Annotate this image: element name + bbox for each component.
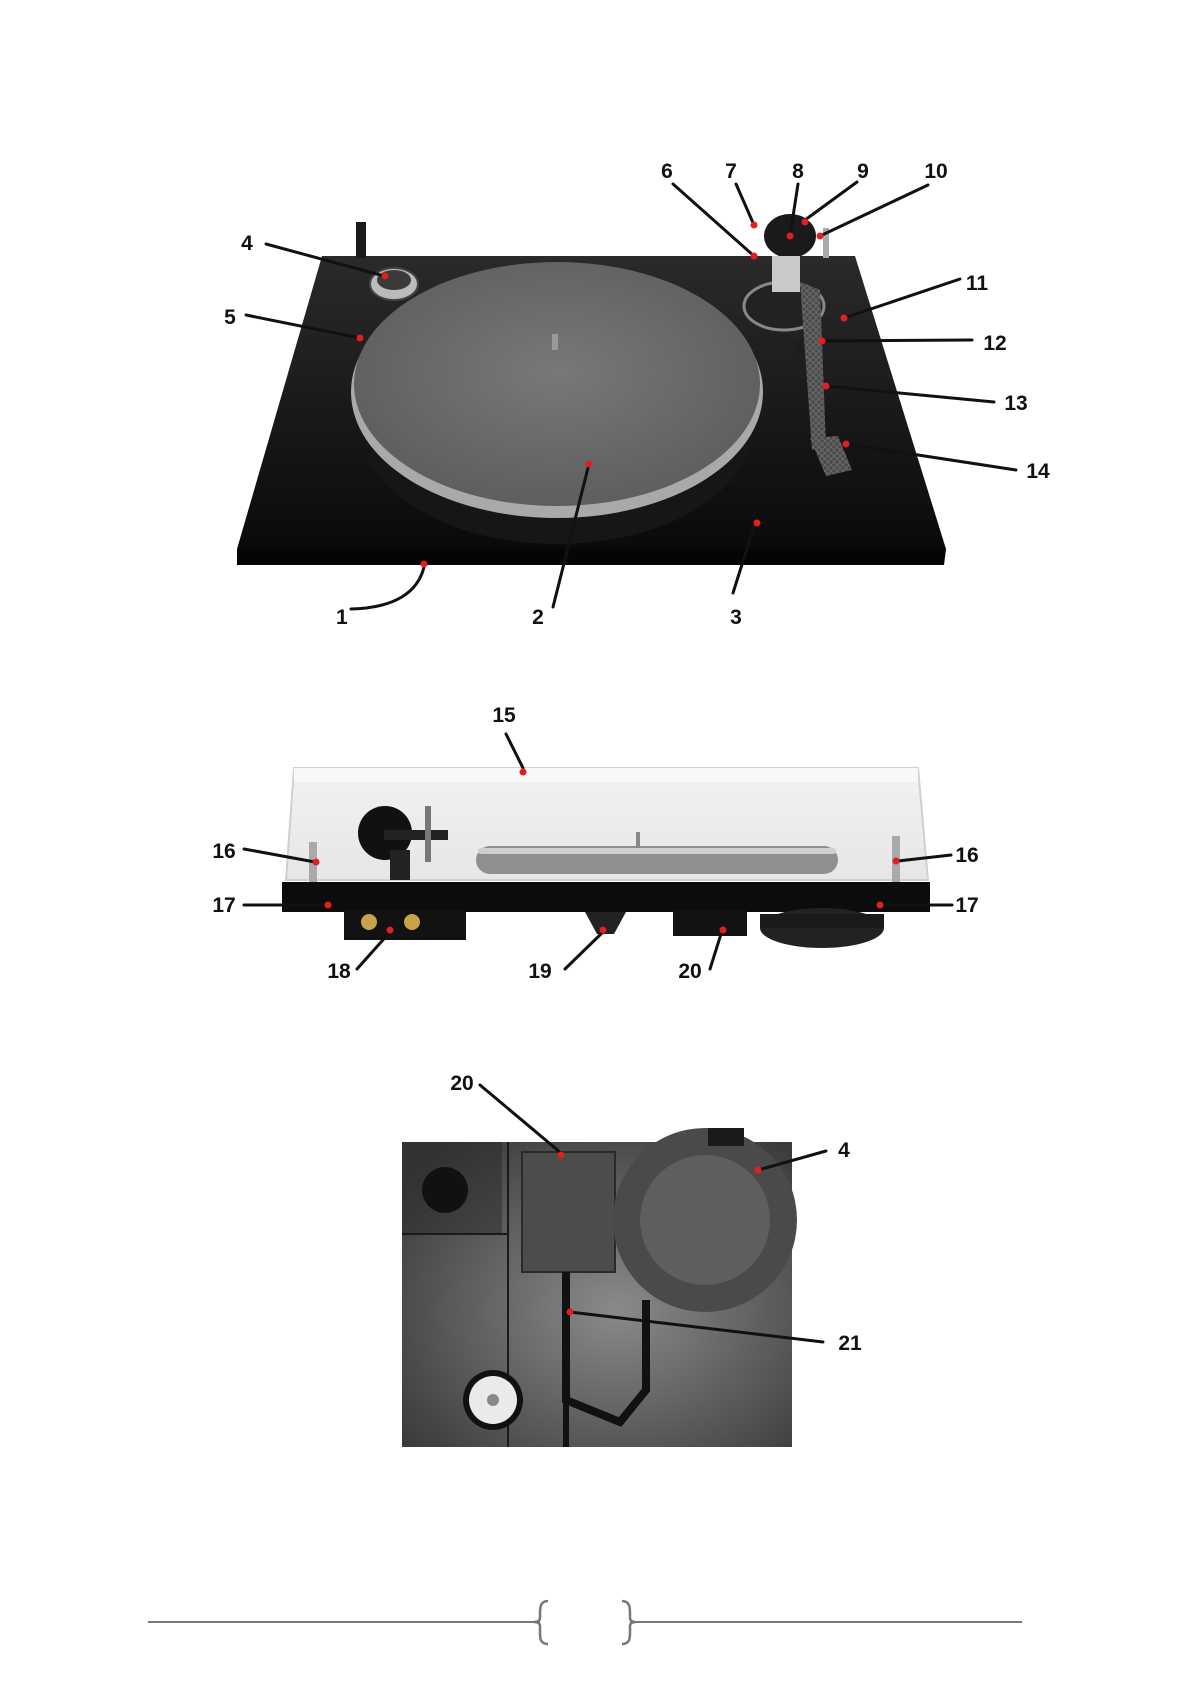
- callout-4: 4: [241, 232, 253, 255]
- plinth-front-edge: [237, 549, 946, 565]
- callout-10: 10: [924, 160, 947, 183]
- callout-11: 11: [966, 272, 989, 295]
- callout-9: 9: [857, 160, 869, 183]
- callout-12: 12: [983, 332, 1006, 355]
- callout-1: 1: [336, 606, 348, 629]
- callout-15: 15: [492, 704, 516, 727]
- page-footer: [148, 1601, 1022, 1644]
- arm-lift: [796, 340, 804, 376]
- callout-3: 3: [730, 606, 742, 629]
- tonearm-pillar: [772, 256, 800, 292]
- front-view-diagram: 15 16 16 17 17 18 19 20: [212, 704, 978, 983]
- bottom-view-diagram: 20 4 21: [402, 1072, 862, 1447]
- callout-13: 13: [1004, 392, 1027, 415]
- callout-8: 8: [792, 160, 804, 183]
- callout-4-bottom: 4: [838, 1139, 850, 1162]
- callout-21: 21: [838, 1332, 862, 1355]
- callout-6: 6: [661, 160, 673, 183]
- power-box: [673, 910, 747, 936]
- lid-hinge-post-left: [356, 222, 366, 258]
- callout-2: 2: [532, 606, 544, 629]
- callout-18: 18: [327, 960, 351, 983]
- underside-knob: [422, 1167, 468, 1213]
- callout-17-left: 17: [212, 894, 235, 917]
- plinth-front: [282, 882, 930, 912]
- footer-bracket-left: [534, 1601, 548, 1644]
- callout-16-right: 16: [955, 844, 978, 867]
- callout-16-left: 16: [212, 840, 235, 863]
- platter-mat: [354, 262, 760, 506]
- spindle: [552, 334, 558, 350]
- callout-14: 14: [1026, 460, 1050, 483]
- underside-power-box: [522, 1152, 615, 1272]
- callout-20-bottom: 20: [450, 1072, 473, 1095]
- callout-17-right: 17: [955, 894, 978, 917]
- callout-7: 7: [725, 160, 737, 183]
- callout-20: 20: [678, 960, 701, 983]
- callout-5: 5: [224, 306, 236, 329]
- rca-right: [404, 914, 420, 930]
- footer-bracket-right: [622, 1601, 636, 1644]
- top-view-diagram: 1 2 3 4 5 6 7 8 9 10 11 12 13 14: [224, 160, 1050, 629]
- callout-19: 19: [528, 960, 551, 983]
- rca-left: [361, 914, 377, 930]
